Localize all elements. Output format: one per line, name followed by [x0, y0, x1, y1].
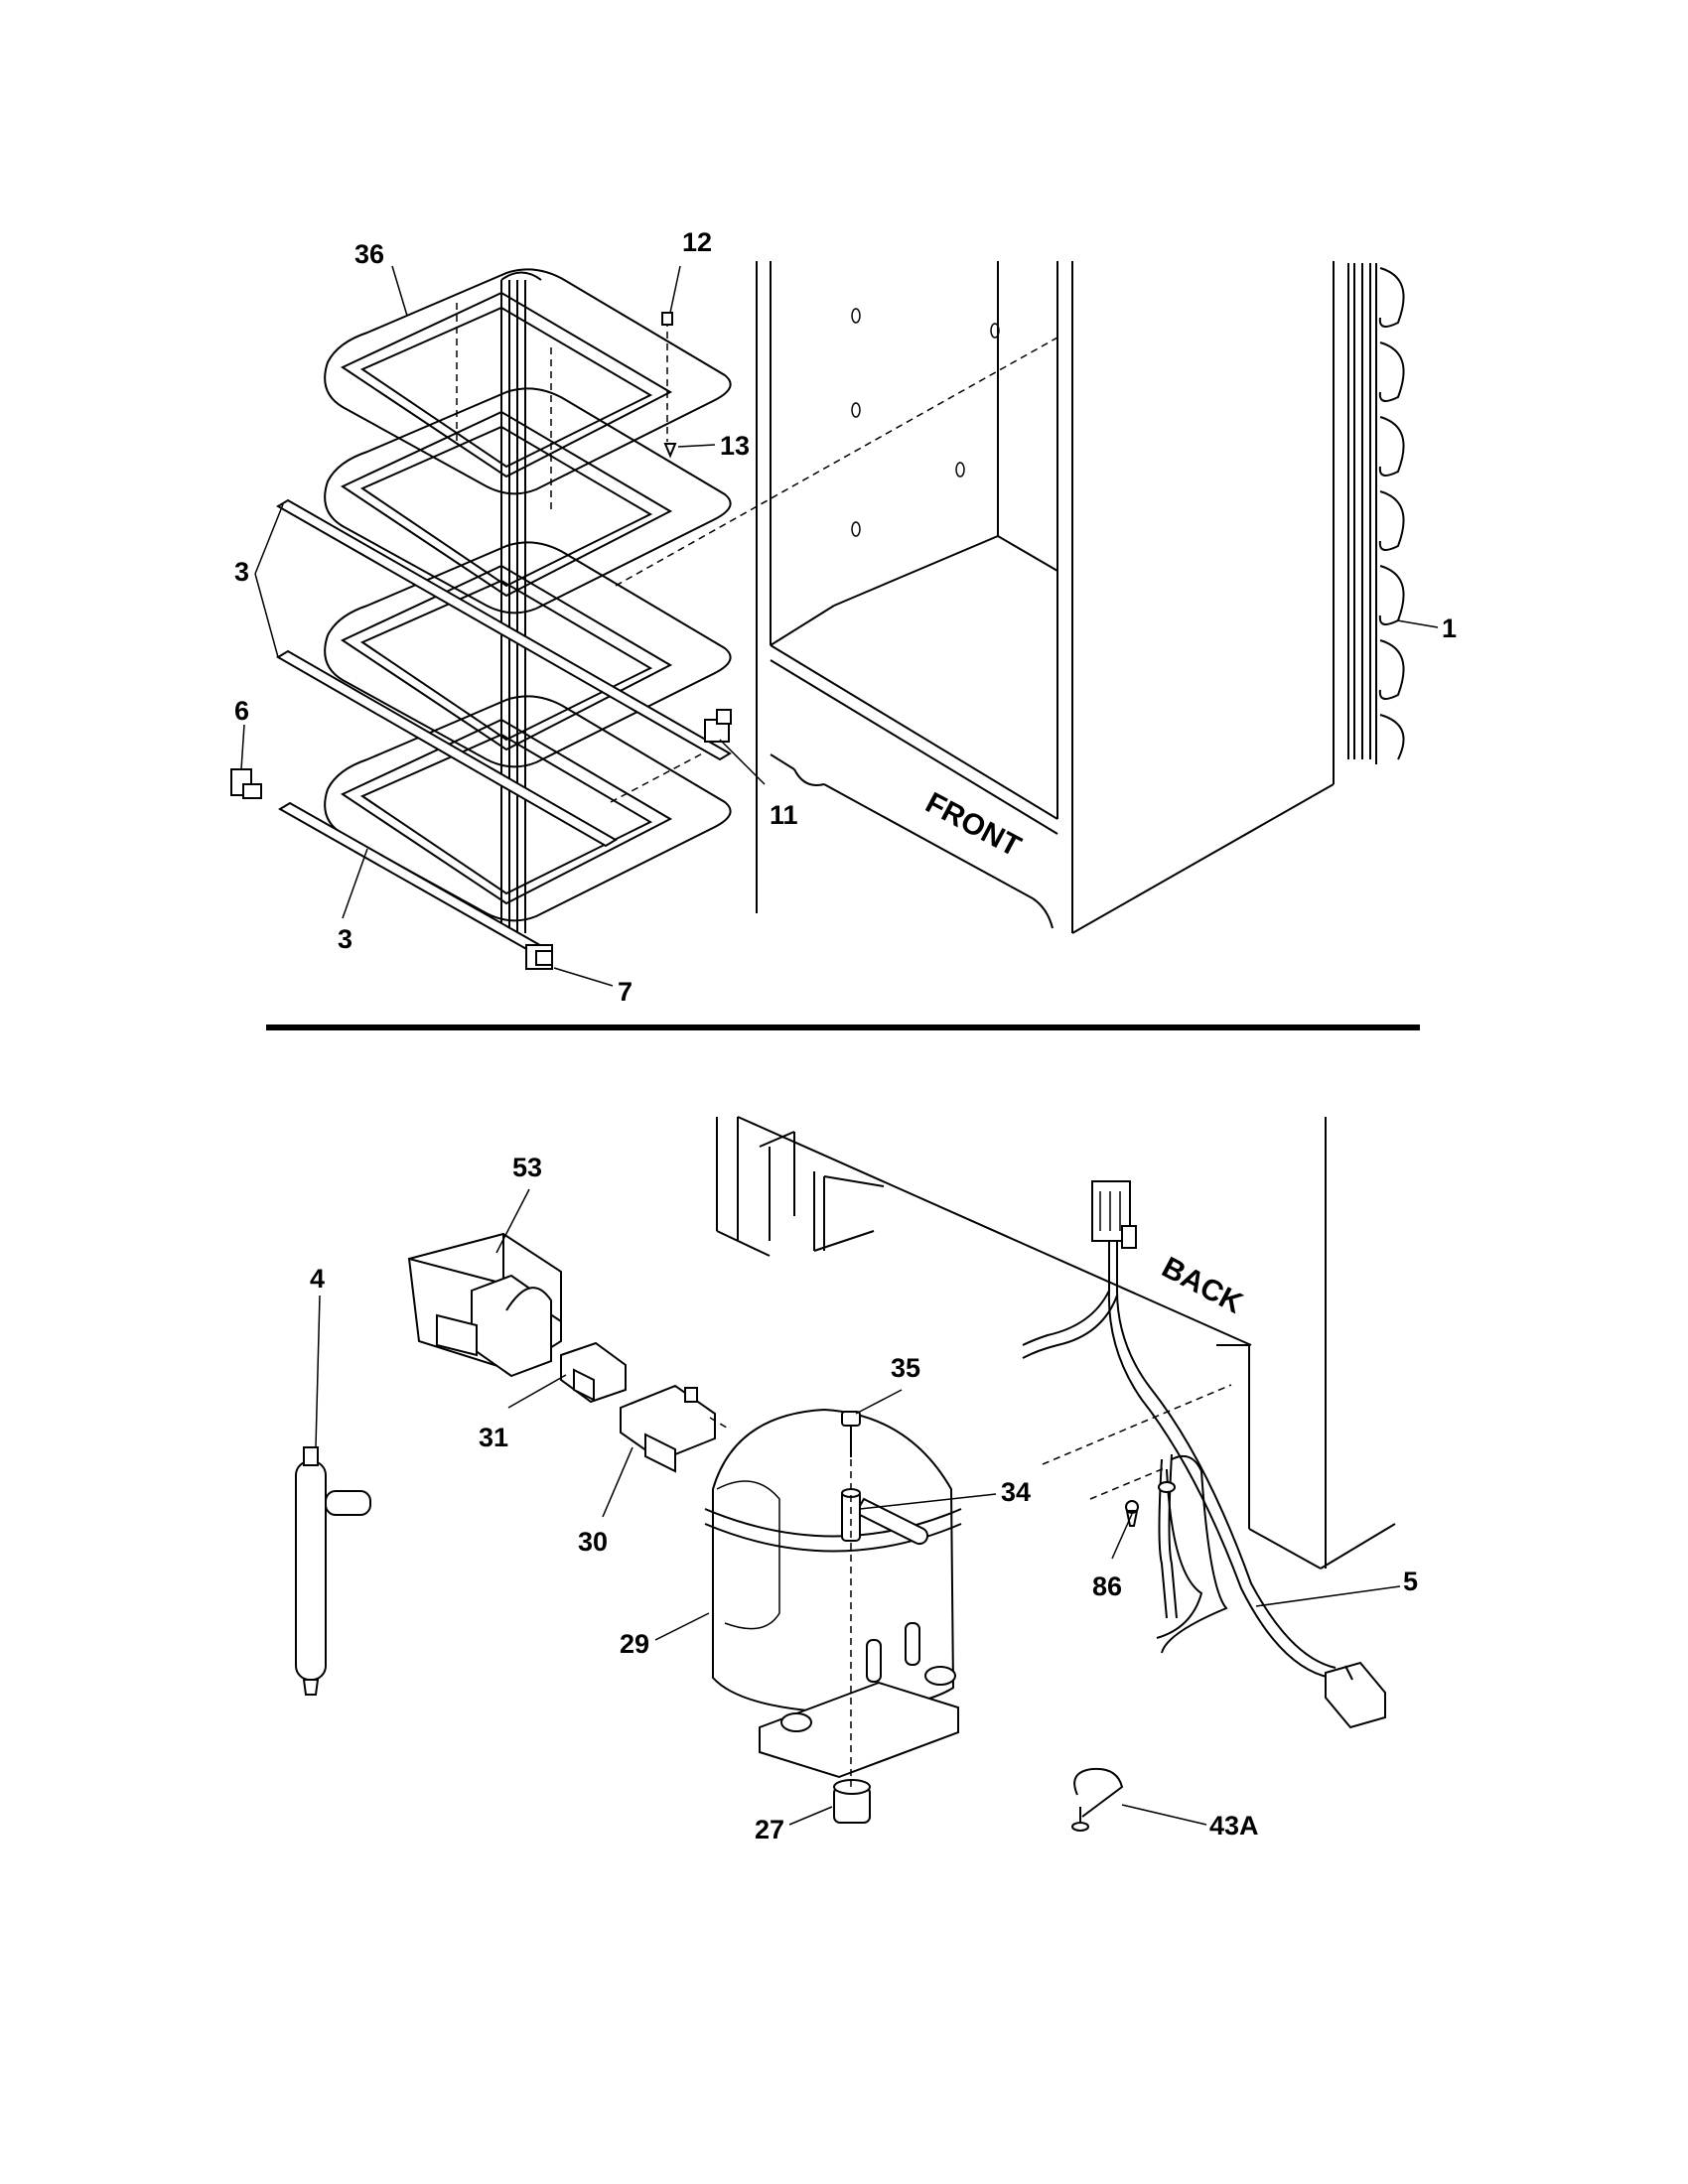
clamp-43a-icon: [1071, 1767, 1124, 1832]
label-35: 35: [891, 1353, 920, 1383]
evaporator-shelves: [324, 268, 732, 933]
front-stamp: FRONT: [920, 786, 1027, 864]
label-86: 86: [1092, 1571, 1122, 1601]
screw-13-icon: [663, 443, 677, 459]
grommet-27-icon: [833, 1779, 871, 1824]
label-5: 5: [1403, 1567, 1418, 1596]
compressor-29-icon: [704, 1408, 962, 1779]
drier-4-icon: [295, 1446, 371, 1696]
label-53: 53: [512, 1153, 542, 1182]
section-divider: [266, 1024, 1420, 1030]
top-section: FRONT: [230, 227, 1457, 1007]
label-36: 36: [354, 239, 384, 269]
label-29: 29: [620, 1629, 649, 1659]
label-3-upper: 3: [234, 557, 249, 587]
ground-screw-86-icon: [1125, 1481, 1176, 1527]
label-4: 4: [310, 1264, 325, 1294]
label-34: 34: [1001, 1477, 1031, 1507]
label-3-lower: 3: [338, 924, 352, 954]
label-1: 1: [1442, 614, 1457, 643]
label-30: 30: [578, 1527, 608, 1557]
label-7: 7: [618, 977, 633, 1007]
overload-30-icon: [620, 1384, 716, 1473]
condenser-coil: [1347, 263, 1405, 764]
label-12: 12: [682, 227, 712, 257]
label-6: 6: [234, 696, 249, 726]
rails: [276, 498, 732, 952]
clip-6-icon: [230, 768, 262, 799]
cabinet-front: FRONT: [756, 261, 1335, 934]
overload-cover-53-icon: [407, 1232, 562, 1378]
bottom-section: BACK: [295, 1116, 1418, 1844]
relay-31-icon: [560, 1341, 627, 1404]
label-31: 31: [479, 1423, 508, 1452]
clip-11-icon: [704, 709, 732, 743]
bolt-35-icon: [841, 1411, 861, 1457]
power-cord: [1022, 1180, 1386, 1729]
spacer-34-icon: [841, 1488, 861, 1542]
clip-7-icon: [525, 944, 553, 970]
label-27: 27: [755, 1815, 784, 1844]
label-11: 11: [770, 800, 798, 830]
screw-12-icon: [661, 312, 673, 326]
label-43a: 43A: [1209, 1811, 1259, 1841]
label-13: 13: [720, 431, 750, 461]
